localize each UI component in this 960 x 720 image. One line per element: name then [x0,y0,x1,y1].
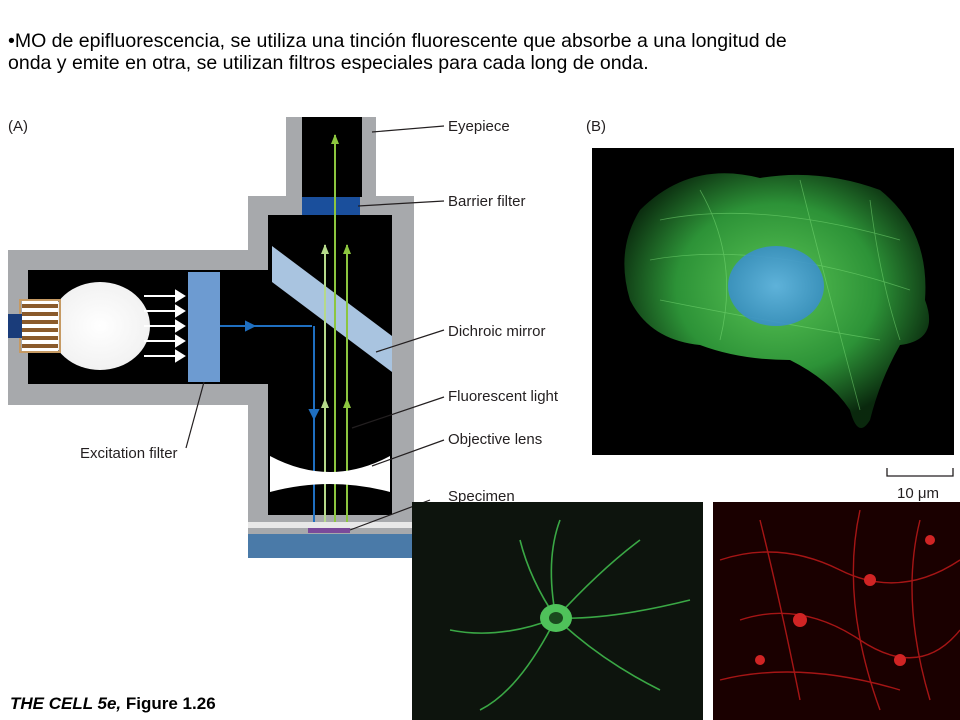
specimen-label: Specimen [448,488,515,505]
objective-lens-label: Objective lens [448,431,542,448]
caption-figure: Figure 1.26 [125,694,216,713]
excitation-filter-label: Excitation filter [80,445,178,462]
slide [248,522,414,528]
stage [248,534,414,558]
figure-caption: THE CELL 5e, Figure 1.26 [10,694,216,714]
green-neuron-micrograph [412,502,703,720]
dichroic-mirror [272,246,392,372]
specimen [308,528,350,533]
panel-b-label: (B) [586,118,606,135]
heading-line-2: onda y emite en otra, se utilizan filtro… [8,52,649,74]
red-neuron-micrograph [713,502,960,720]
scale-bar-label: 10 μm [897,485,939,502]
heading-line-1: •MO de epifluorescencia, se utiliza una … [8,30,787,52]
eyepiece-label: Eyepiece [448,118,510,135]
barrier-filter-label: Barrier filter [448,193,526,210]
caption-source: THE CELL 5e, [10,694,122,713]
objective-lens [270,456,390,492]
light-arrows [144,289,186,363]
fluorescent-light-label: Fluorescent light [448,388,559,405]
dichroic-mirror-label: Dichroic mirror [448,323,546,340]
excitation-ray [220,320,320,528]
cell-micrograph [592,148,954,455]
scale-bar: 10 μm [886,468,954,502]
light-bulb-icon [8,282,150,370]
barrier-filter [302,197,360,215]
slide-heading: •MO de epifluorescencia, se utiliza una … [8,30,960,74]
panel-a-label: (A) [8,118,28,135]
excitation-filter [188,272,220,382]
